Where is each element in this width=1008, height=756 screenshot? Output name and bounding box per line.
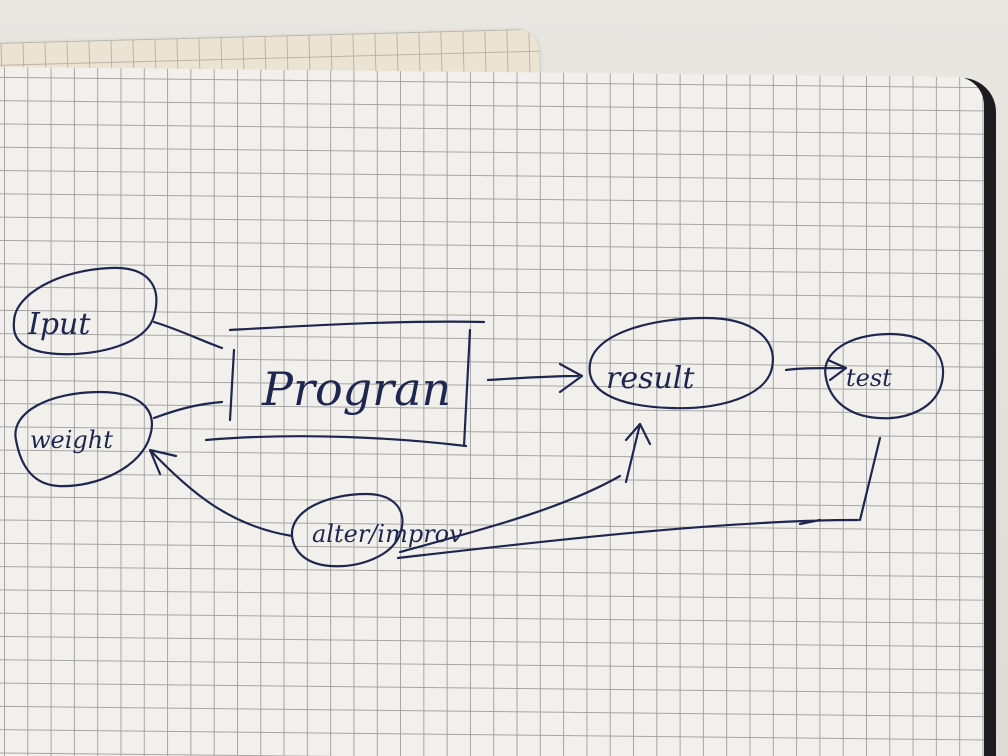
edge-test-to-alter — [396, 436, 882, 560]
program-node-box — [204, 320, 486, 448]
result-node-label: result — [606, 361, 695, 396]
alter-improve-node-ellipse — [290, 492, 404, 568]
result-node-ellipse — [588, 316, 774, 410]
edge-alter-to-weight — [148, 448, 294, 538]
program-node-label: Progran — [261, 362, 451, 416]
edge-alter-to-result — [398, 422, 652, 554]
edge-weight-to-program — [152, 400, 224, 420]
input-node-ellipse — [12, 266, 158, 356]
test-node-label: test — [846, 364, 892, 392]
edge-input-to-program — [152, 320, 224, 350]
weight-node-label: weight — [30, 426, 113, 454]
edge-result-to-test — [784, 358, 848, 382]
edge-program-to-result — [486, 362, 584, 394]
alter-improve-node-label: alter/improv — [312, 520, 463, 548]
weight-node-ellipse — [14, 390, 153, 488]
input-node-label: Iput — [27, 307, 91, 342]
test-node-ellipse — [824, 332, 945, 420]
